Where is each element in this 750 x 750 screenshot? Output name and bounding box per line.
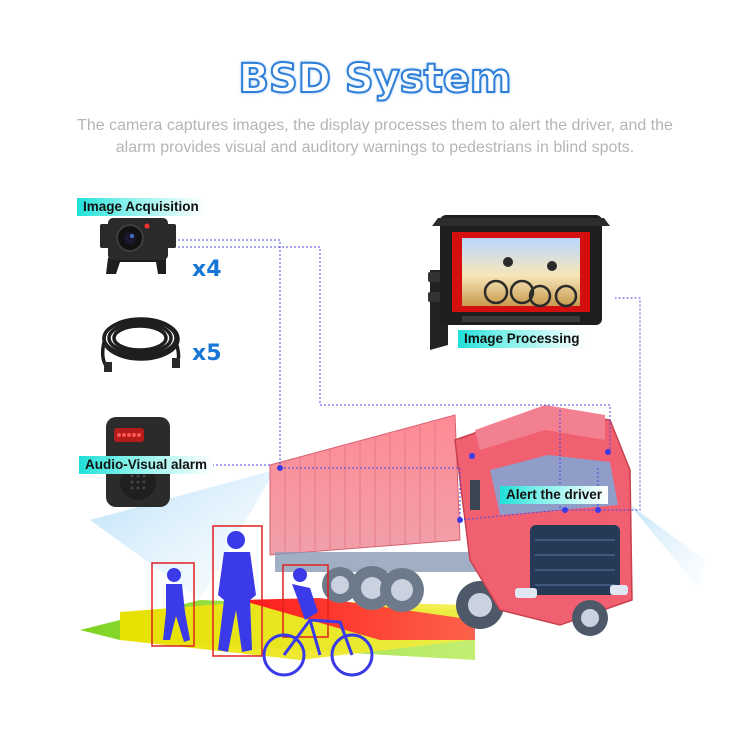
side-mirror [470,480,480,510]
cable-quantity: x5 [192,341,222,366]
camera-beam-left [90,470,275,600]
cable-connector-left [104,362,112,372]
subtitle-line-1: The camera captures images, the display … [77,117,673,134]
image-acquisition-label: Image Acquisition [77,198,205,216]
cab-roof [475,405,605,450]
pedestrian-adult [212,525,263,657]
zone-red [240,598,475,640]
truck-icon [269,405,633,636]
alert-driver-label: Alert the driver [500,486,609,504]
page-title: BSD System [237,55,512,103]
image-processing-label: Image Processing [458,330,586,348]
headlight-right [610,585,628,595]
pedestrian-child [151,562,195,647]
cable-icon [100,317,181,370]
headlight-left [515,588,537,598]
page-subtitle: The camera captures images, the display … [25,115,725,159]
camera-icon [100,218,176,274]
chassis [275,552,495,572]
subtitle-line-2: alarm provides visual and auditory warni… [115,139,635,156]
monitor-icon [428,215,610,350]
audio-visual-alarm-label: Audio-Visual alarm [79,456,214,474]
cab-grille [530,525,620,595]
connector-dots [277,449,611,523]
connector-lines [170,239,641,521]
detection-box [151,562,195,647]
monitor-screen [462,238,580,306]
blind-spot-zones [80,598,475,660]
camera-quantity: x4 [192,257,222,282]
detection-box [282,564,329,638]
detection-box [212,525,263,657]
container-body [269,414,461,556]
cable-connector-right [172,358,180,368]
camera-beam-front [630,505,705,590]
cyclist [262,564,374,677]
